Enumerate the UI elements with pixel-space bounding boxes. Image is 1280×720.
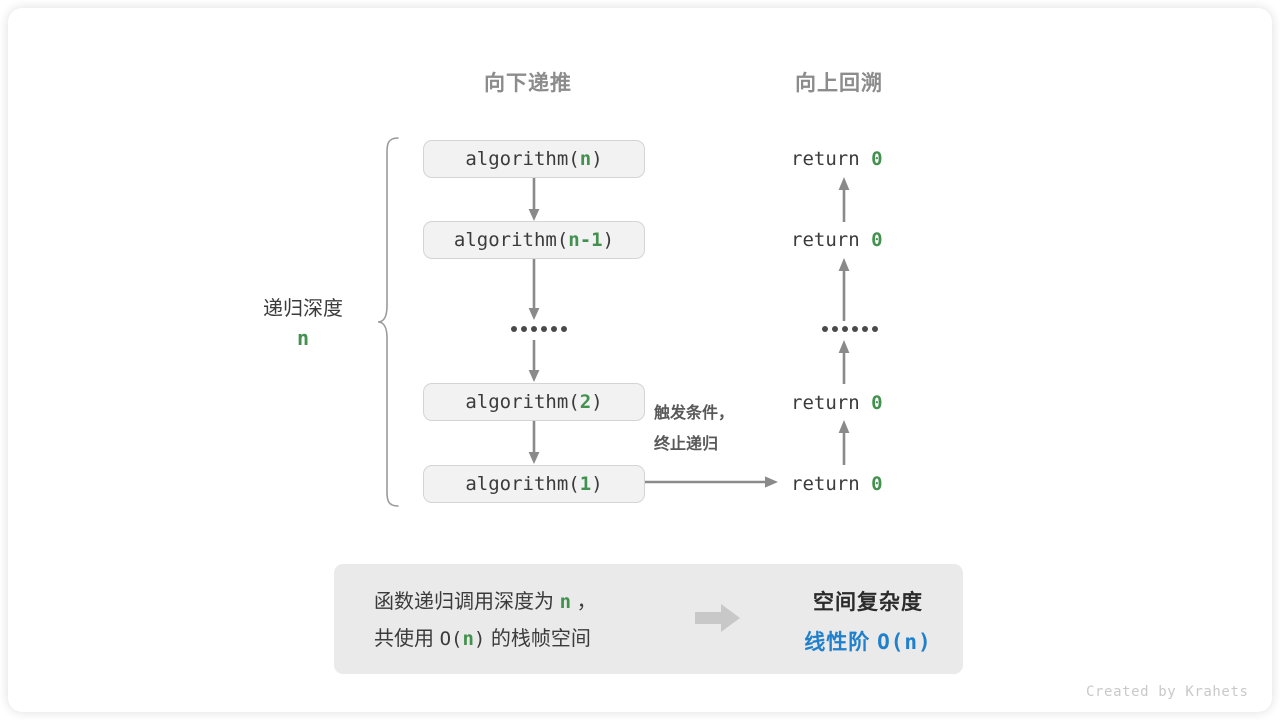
summary-line-2-text: 共使用 [374, 628, 434, 650]
return-value: 0 [871, 229, 883, 251]
arrow-down-2 [527, 259, 541, 321]
summary-line-2-paren: ) [473, 628, 486, 650]
summary-line-2-n: n [462, 628, 474, 650]
return-statement-3: return 0 [791, 392, 883, 414]
dot [872, 326, 878, 332]
arrow-down-3 [527, 340, 541, 383]
recursion-depth-brace [376, 136, 402, 508]
ellipsis-dots-left [511, 326, 567, 332]
dot [531, 326, 537, 332]
arrow-terminate-recursion [645, 474, 779, 490]
dot [511, 326, 517, 332]
recursion-depth-value: n [296, 326, 310, 350]
call-box-suffix: ) [591, 391, 603, 413]
call-box-arg: n-1 [568, 229, 603, 251]
return-statement-1: return 0 [791, 148, 883, 170]
summary-panel: 函数递归调用深度为 n ， 共使用 O(n) 的栈帧空间 空间复杂度 线性阶 O… [334, 564, 963, 674]
summary-line-1-comma: ， [576, 591, 597, 613]
summary-line-1: 函数递归调用深度为 n ， [374, 584, 597, 621]
summary-line-2-o: O( [439, 628, 463, 650]
arrow-up-4 [837, 419, 851, 465]
return-keyword: return [791, 392, 860, 414]
summary-conclusion: 空间复杂度 线性阶 O(n) [774, 584, 962, 663]
call-box-1[interactable]: algorithm(1) [423, 465, 645, 503]
summary-conclusion-title: 空间复杂度 [813, 591, 923, 614]
arrow-up-1 [837, 176, 851, 222]
call-box-suffix: ) [591, 473, 603, 495]
heading-recursion-down: 向下递推 [484, 72, 572, 95]
call-box-suffix: ) [591, 148, 603, 170]
arrow-down-1 [527, 178, 541, 222]
call-box-n[interactable]: algorithm(n) [423, 140, 645, 178]
right-arrow-icon [695, 602, 741, 634]
terminate-condition-label: 触发条件， 终止递归 [654, 398, 734, 460]
call-box-suffix: ) [602, 229, 615, 251]
dot [822, 326, 828, 332]
call-box-arg: n [579, 148, 592, 170]
arrow-up-2 [837, 257, 851, 321]
dot [842, 326, 848, 332]
return-value: 0 [871, 473, 883, 495]
credit-text: Created by Krahets [1086, 684, 1249, 700]
complexity-order-name: 线性阶 [804, 630, 871, 654]
summary-description: 函数递归调用深度为 n ， 共使用 O(n) 的栈帧空间 [374, 584, 597, 658]
return-keyword: return [791, 229, 860, 251]
return-value: 0 [871, 392, 883, 414]
call-box-arg: 1 [579, 473, 592, 495]
call-box-n-minus-1[interactable]: algorithm(n-1) [423, 221, 645, 259]
dot [521, 326, 527, 332]
arrow-down-4 [527, 421, 541, 465]
return-keyword: return [791, 473, 860, 495]
call-box-prefix: algorithm( [465, 473, 580, 495]
call-box-arg: 2 [579, 391, 592, 413]
terminate-line-1: 触发条件， [654, 405, 735, 422]
terminate-line-2: 终止递归 [654, 436, 719, 454]
dot [561, 326, 567, 332]
return-value: 0 [871, 148, 883, 170]
dot [862, 326, 868, 332]
return-statement-4: return 0 [791, 473, 883, 495]
call-box-prefix: algorithm( [465, 148, 580, 170]
return-statement-2: return 0 [791, 229, 883, 251]
call-box-prefix: algorithm( [453, 229, 569, 251]
return-keyword: return [791, 148, 860, 170]
dot [551, 326, 557, 332]
heading-recursion-up: 向上回溯 [795, 72, 883, 95]
call-box-prefix: algorithm( [465, 391, 580, 413]
dot [832, 326, 838, 332]
complexity-notation: O(n) [877, 629, 932, 654]
ellipsis-dots-right [822, 326, 878, 332]
arrow-up-3 [837, 339, 851, 384]
dot [852, 326, 858, 332]
recursion-depth-label: 递归深度 [263, 298, 343, 320]
summary-line-2-tail: 的栈帧空间 [490, 628, 591, 650]
dot [541, 326, 547, 332]
summary-conclusion-value: 线性阶 O(n) [774, 623, 962, 663]
summary-line-1-n: n [559, 591, 572, 613]
summary-line-1-text: 函数递归调用深度为 [374, 591, 554, 613]
summary-line-2: 共使用 O(n) 的栈帧空间 [374, 621, 597, 658]
diagram-card: 向下递推 向上回溯 递归深度 n algorithm(n) algorithm(… [8, 8, 1272, 712]
call-box-2[interactable]: algorithm(2) [423, 383, 645, 421]
